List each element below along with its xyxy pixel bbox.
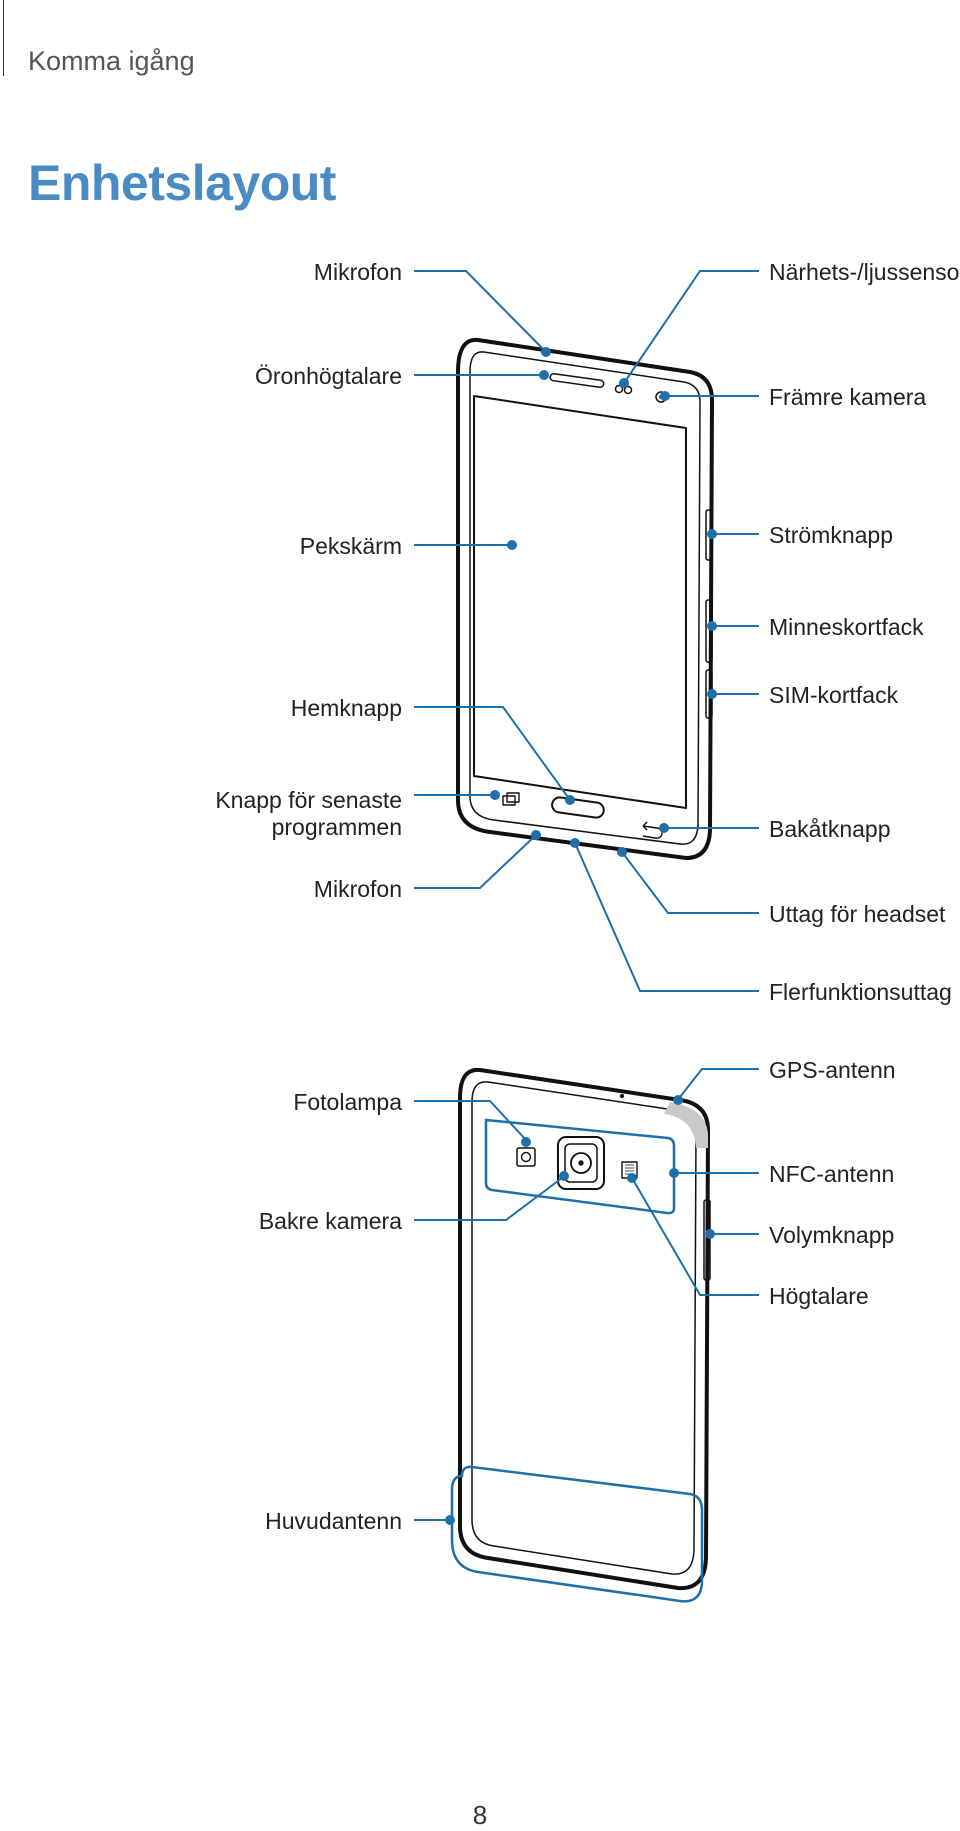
label-nfc-antenna: NFC-antenn xyxy=(769,1161,895,1187)
label-memory-card-tray: Minneskortfack xyxy=(769,614,924,640)
front-callouts xyxy=(414,270,759,992)
back-callout-dots xyxy=(445,1095,715,1525)
label-power-key: Strömknapp xyxy=(769,522,894,548)
label-main-antenna: Huvudantenn xyxy=(265,1508,402,1534)
label-earpiece: Öronhögtalare xyxy=(254,363,402,389)
label-speaker: Högtalare xyxy=(769,1283,869,1309)
label-recent-apps-key-line2: programmen xyxy=(271,814,402,840)
front-phone-illustration xyxy=(456,337,714,860)
label-gps-antenna: GPS-antenn xyxy=(769,1057,896,1083)
page-title: Enhetslayout xyxy=(28,155,336,211)
label-proximity-light-sensor: Närhets-/ljussensor xyxy=(769,259,960,285)
running-header: Komma igång xyxy=(28,46,195,76)
label-recent-apps-key-line1: Knapp för senaste xyxy=(215,787,402,813)
label-sim-card-tray: SIM-kortfack xyxy=(769,682,899,708)
main-antenna-region xyxy=(450,1465,704,1603)
label-rear-camera: Bakre kamera xyxy=(258,1208,402,1234)
page-margin-rule xyxy=(3,0,4,76)
label-multipurpose-jack: Flerfunktionsuttag xyxy=(769,979,952,1005)
back-phone-illustration xyxy=(458,1067,711,1591)
label-flash: Fotolampa xyxy=(293,1089,402,1115)
label-microphone-bottom: Mikrofon xyxy=(313,876,402,902)
label-microphone-top: Mikrofon xyxy=(313,259,402,285)
page-number: 8 xyxy=(472,1800,488,1830)
label-touchscreen: Pekskärm xyxy=(299,533,402,559)
label-volume-key: Volymknapp xyxy=(769,1222,895,1248)
nfc-antenna-region xyxy=(484,1118,676,1215)
back-callouts xyxy=(414,1068,759,1521)
label-home-key: Hemknapp xyxy=(290,695,402,721)
label-front-camera: Främre kamera xyxy=(769,384,927,410)
label-back-key: Bakåtknapp xyxy=(769,816,891,842)
front-callout-dots xyxy=(490,347,717,857)
label-headset-jack: Uttag för headset xyxy=(769,901,946,927)
